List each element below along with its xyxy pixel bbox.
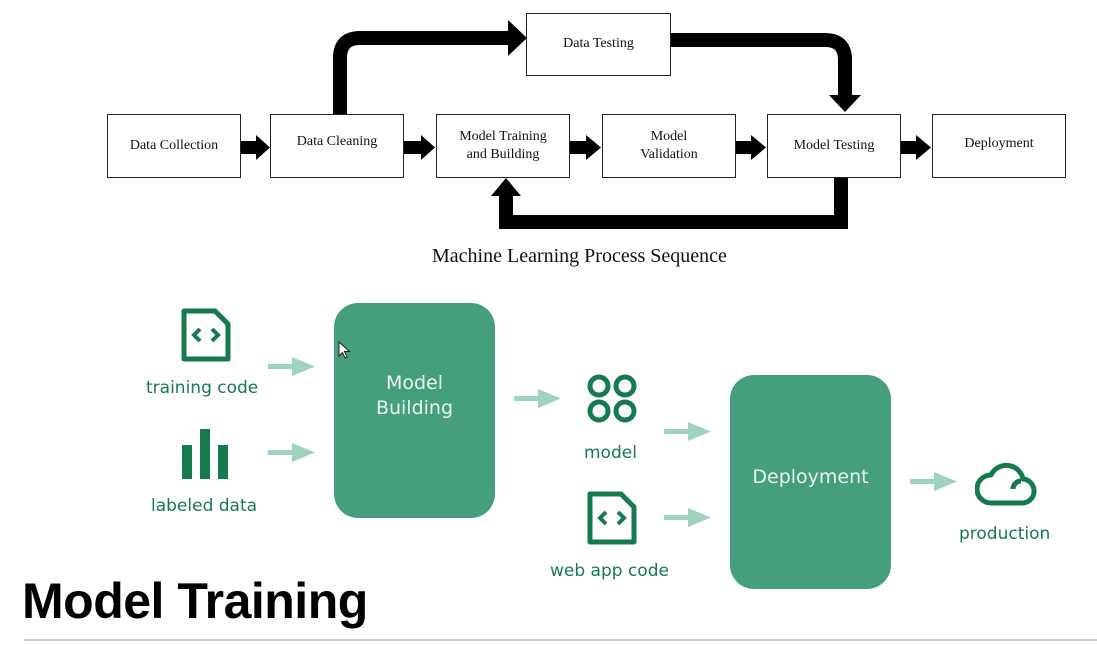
arrow-cleaning-to-data-testing [333, 20, 527, 114]
arrow-data-testing-to-model-testing [670, 33, 861, 112]
node-model-training: Model Training and Building [436, 114, 570, 178]
page-title: Model Training [22, 573, 368, 629]
label-labeled-data: labeled data [151, 496, 258, 516]
arrow-data-to-building [268, 443, 315, 462]
flow-arrows [268, 357, 957, 527]
cloud-icon [975, 462, 1037, 506]
node-data-collection: Data Collection [107, 114, 241, 178]
arrow-cleaning-to-training [403, 135, 435, 160]
diagram-caption: Machine Learning Process Sequence [432, 245, 727, 267]
node-label: Data Testing [563, 35, 634, 51]
model-building-line2: Building [375, 396, 454, 419]
label-training-code: training code [146, 378, 259, 398]
arrow-building-to-model [514, 389, 561, 408]
node-label-line1: Model [650, 129, 688, 144]
arrow-deployment-to-production [910, 472, 957, 491]
node-deployment: Deployment [932, 114, 1066, 178]
node-label-line1: Model Training [459, 129, 547, 144]
node-label: Data Collection [129, 138, 219, 153]
code-file-icon [587, 491, 637, 545]
process-arrows [240, 20, 931, 229]
arrow-collection-to-cleaning [240, 135, 270, 160]
arrow-testing-feedback-to-training [491, 178, 848, 229]
bar-chart-icon [182, 429, 228, 479]
arrow-validation-to-testing [735, 135, 766, 160]
arrow-code-to-building [268, 357, 315, 376]
node-label: Deployment [964, 136, 1034, 151]
code-file-icon [181, 308, 231, 362]
mouse-cursor-icon [338, 341, 351, 359]
label-web-app-code: web app code [550, 561, 669, 581]
arrow-training-to-validation [569, 135, 601, 160]
label-production: production [959, 524, 1051, 544]
node-label-line2: Validation [640, 147, 698, 162]
arrow-testing-to-deployment [900, 135, 931, 160]
model-building-box: Model Building [334, 303, 495, 518]
deployment-box: Deployment [730, 375, 891, 589]
node-label: Model Testing [793, 138, 875, 153]
node-label: Data Cleaning [296, 134, 378, 149]
title-divider [24, 639, 1097, 641]
model-circles-icon [587, 374, 637, 423]
arrow-webapp-to-deployment [664, 508, 711, 527]
node-data-cleaning: Data Cleaning [270, 114, 404, 178]
node-label-line2: and Building [466, 147, 540, 162]
model-building-line1: Model [385, 371, 444, 394]
node-model-testing: Model Testing [767, 114, 901, 178]
node-data-testing: Data Testing [526, 13, 671, 76]
label-model: model [584, 443, 637, 463]
node-model-validation: Model Validation [602, 114, 736, 178]
arrow-model-to-deployment [664, 422, 711, 441]
deployment-label: Deployment [752, 465, 869, 488]
